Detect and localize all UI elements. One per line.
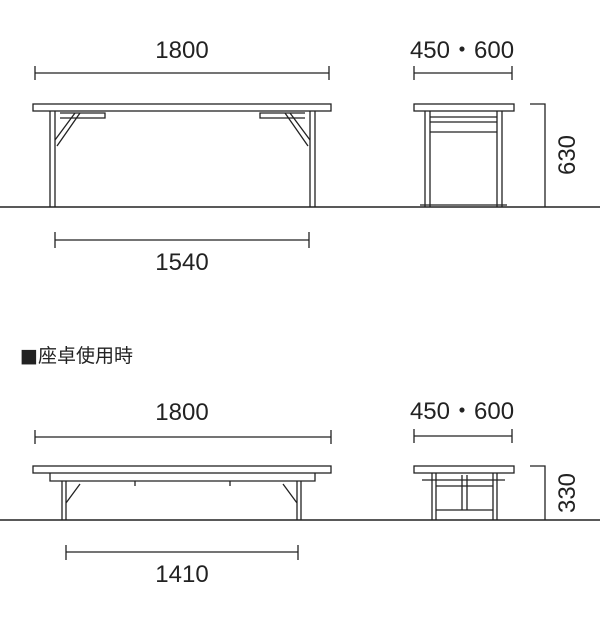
floor-side-view: 450・600 330 [410,398,581,520]
floor-use-heading: ■座卓使用時 [20,345,133,367]
standard-front-view: 1800 1540 [0,37,600,276]
floor-width-label: 1800 [155,399,208,426]
floor-height-label: 330 [554,473,581,513]
standard-height-label: 630 [554,135,581,175]
standard-depth-label: 450・600 [410,37,514,64]
standard-width-label: 1800 [155,37,208,64]
floor-front-view: 1800 1410 [0,399,600,588]
standard-side-view: 450・600 630 [410,37,581,207]
standard-leg-span-label: 1540 [155,249,208,276]
floor-leg-span-label: 1410 [155,561,208,588]
floor-depth-label: 450・600 [410,398,514,425]
